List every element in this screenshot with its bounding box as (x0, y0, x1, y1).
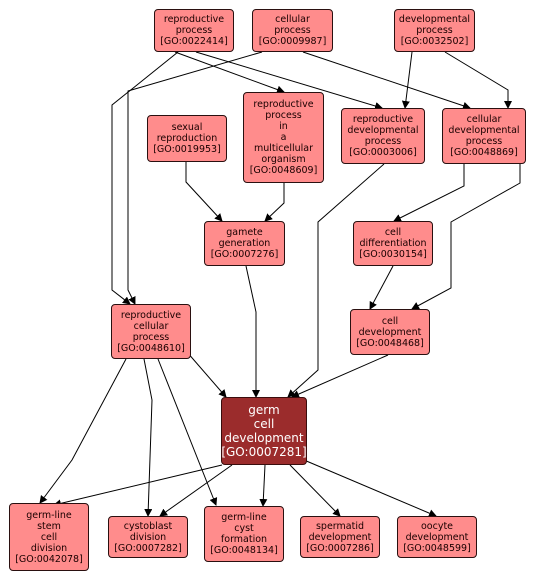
node-cellular-process[interactable]: cellular process [GO:0009987] (252, 9, 333, 52)
edge-gamete-generation-to-germ-cell (245, 265, 260, 398)
node-label: cellular developmental process [GO:00488… (448, 114, 520, 158)
edge-reproductive-process-to-repro-developmental (195, 51, 383, 110)
node-repro-multicellular[interactable]: reproductive process in a multicellular … (243, 92, 324, 183)
node-label: reproductive developmental process [GO:0… (347, 114, 419, 158)
node-label: oocyte development [GO:0048599] (403, 520, 471, 554)
edge-germ-cell-to-germline-cyst (259, 464, 268, 507)
node-gamete-generation[interactable]: gamete generation [GO:0007276] (204, 221, 285, 266)
edge-reproductive-process-to-repro-cellular (111, 51, 179, 305)
edge-repro-cellular-to-cystoblast (143, 358, 153, 517)
edge-germ-cell-to-oocyte (303, 459, 437, 517)
edge-germ-cell-to-spermatid (289, 464, 341, 517)
edge-cellular-process-to-cellular-developmental (302, 51, 471, 110)
edge-cell-differentiation-to-cell-development (369, 265, 394, 310)
node-germ-cell-development[interactable]: germ cell development [GO:0007281] (221, 397, 307, 465)
node-label: cellular process [GO:0009987] (258, 14, 327, 47)
node-label: germ cell development [GO:0007281] (221, 403, 307, 459)
node-reproductive-process[interactable]: reproductive process [GO:0022414] (154, 9, 234, 52)
node-spermatid-development[interactable]: spermatid development [GO:0007286] (300, 516, 380, 558)
edge-sexual-reproduction-to-gamete-generation (185, 162, 223, 222)
edge-cellular-developmental-to-cell-differentiation (393, 164, 465, 222)
node-label: spermatid development [GO:0007286] (306, 520, 374, 554)
edge-repro-cellular-to-germline-stem (39, 358, 127, 504)
node-label: sexual reproduction [GO:0019953] (153, 122, 221, 155)
node-sexual-reproduction[interactable]: sexual reproduction [GO:0019953] (147, 115, 227, 162)
node-cell-development[interactable]: cell development [GO:0048468] (350, 309, 430, 355)
edge-developmental-process-to-cellular-developmental (444, 51, 512, 109)
node-cystoblast-division[interactable]: cystoblast division [GO:0007282] (108, 516, 188, 558)
edge-developmental-process-to-repro-developmental (401, 51, 413, 109)
node-repro-cellular[interactable]: reproductive cellular process [GO:004861… (111, 304, 191, 359)
node-label: developmental process [GO:0032502] (398, 14, 471, 47)
edge-germ-cell-to-germline-stem (53, 464, 223, 508)
node-label: germ-line stem cell division [GO:0042078… (15, 509, 83, 565)
node-label: reproductive cellular process [GO:004861… (117, 309, 185, 354)
edge-cell-development-to-germ-cell (291, 354, 389, 398)
node-germline-stem-cell-division[interactable]: germ-line stem cell division [GO:0042078… (9, 503, 89, 571)
node-label: cell differentiation [GO:0030154] (359, 227, 427, 260)
node-developmental-process[interactable]: developmental process [GO:0032502] (394, 9, 475, 52)
node-label: reproductive process in a multicellular … (249, 99, 318, 176)
edge-cellular-developmental-to-cell-development (411, 164, 521, 310)
node-cell-differentiation[interactable]: cell differentiation [GO:0030154] (353, 221, 433, 266)
node-label: germ-line cyst formation [GO:0048134] (210, 512, 278, 556)
edge-repro-developmental-to-germ-cell (287, 163, 385, 398)
node-oocyte-development[interactable]: oocyte development [GO:0048599] (397, 516, 477, 558)
node-label: cell development [GO:0048468] (356, 315, 424, 349)
node-label: gamete generation [GO:0007276] (210, 227, 279, 260)
edge-cellular-process-to-repro-cellular (127, 51, 263, 305)
node-cellular-developmental[interactable]: cellular developmental process [GO:00488… (442, 108, 526, 164)
edge-repro-multicellular-to-gamete-generation (264, 183, 285, 222)
edge-germ-cell-to-cystoblast (159, 464, 233, 517)
node-germline-cyst-formation[interactable]: germ-line cyst formation [GO:0048134] (204, 506, 284, 562)
node-repro-developmental[interactable]: reproductive developmental process [GO:0… (341, 108, 425, 164)
edge-reproductive-process-to-repro-multicellular (174, 51, 285, 94)
node-label: reproductive process [GO:0022414] (160, 14, 228, 47)
node-label: cystoblast division [GO:0007282] (114, 520, 182, 554)
edge-repro-cellular-to-germline-cyst (157, 358, 218, 506)
